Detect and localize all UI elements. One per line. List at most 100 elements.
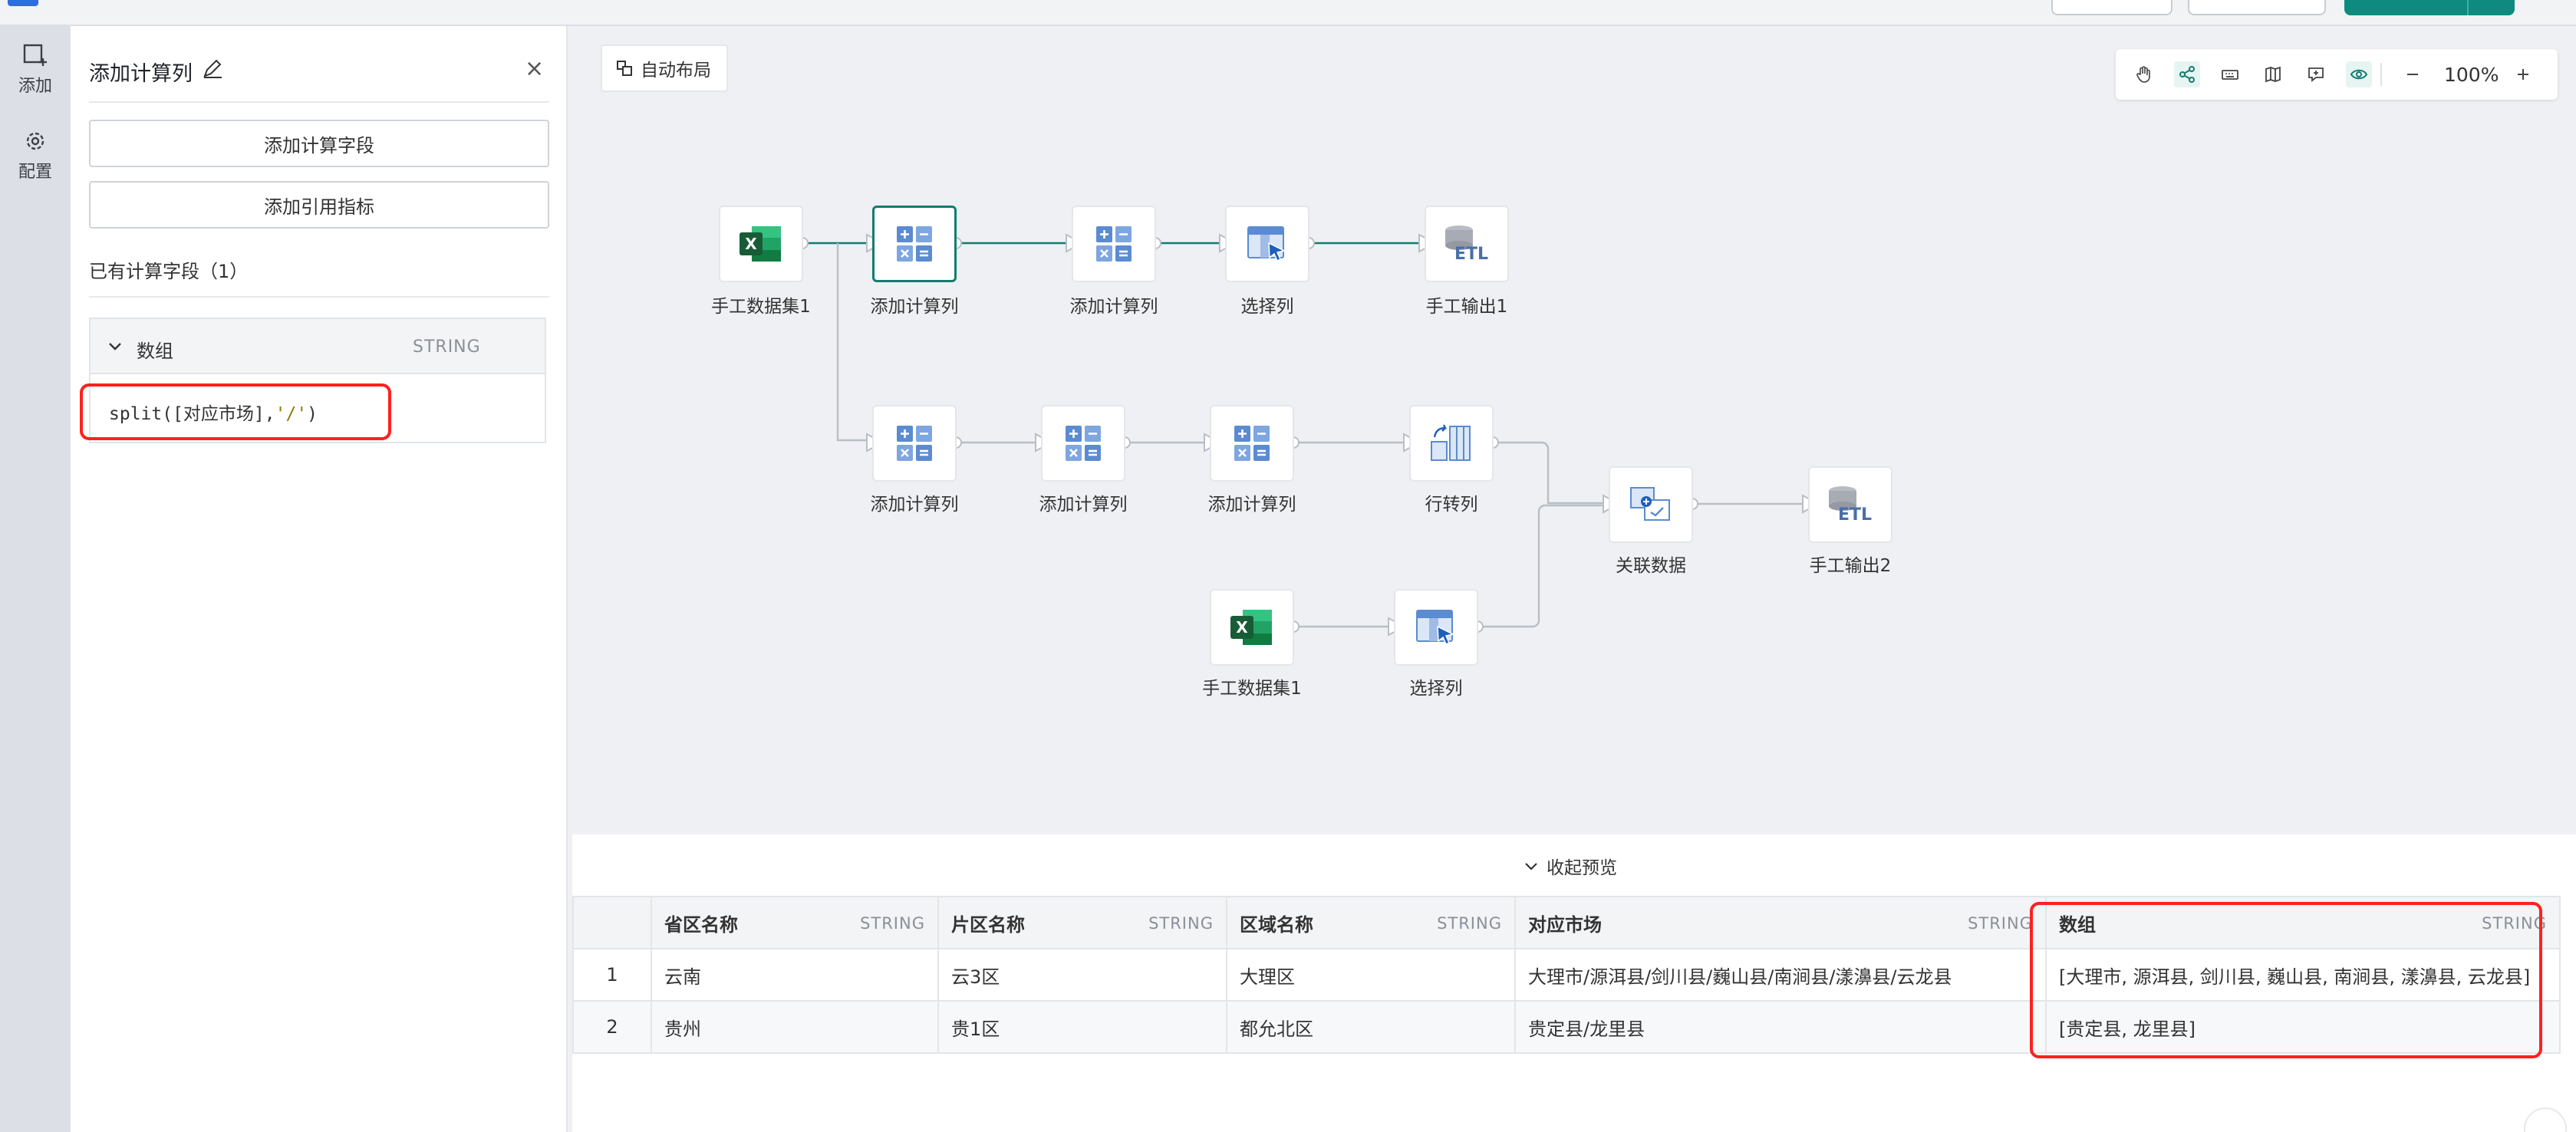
svg-text:X: X [1236,618,1248,637]
edge-n13-n10 [1477,504,1609,628]
split-divider [2467,0,2469,15]
etl-output-icon: ETL [1829,486,1872,525]
add-node-icon [23,44,47,66]
select-column-icon [1247,226,1286,262]
eye-icon [2350,69,2368,80]
node-output-1[interactable]: ETL [1425,206,1509,282]
share-icon [2179,66,2195,83]
edge-n9-n10 [1493,441,1609,505]
calc-field-card: 数组 STRING [89,318,546,443]
comment-tool[interactable] [2303,61,2329,87]
table-row: 1 云南 云3区 大理区 大理市/源洱县/剑川县/巍山县/南涧县/漾濞县/云龙县… [572,948,2561,1002]
table-cell: [大理市, 源洱县, 剑川县, 巍山县, 南涧县, 漾濞县, 云龙县] [2045,948,2561,1002]
node-calc-2-label: 添加计算列 [1069,297,1158,317]
excel-icon: X [1230,610,1272,645]
select-column-icon [1416,610,1455,646]
zoom-level: 100% [2444,64,2499,86]
header-region[interactable]: 区域名称 STRING [1226,896,1516,949]
node-calc-2[interactable] [1072,206,1156,282]
node-calc-5[interactable] [1210,405,1294,482]
formula-prefix: split([对应市场], [109,404,275,424]
calculator-icon [1234,426,1270,461]
header-name: 区域名称 [1240,913,1313,936]
svg-text:ETL: ETL [1454,245,1488,264]
node-pivot[interactable] [1409,405,1494,482]
keyboard-tool[interactable] [2217,61,2243,87]
header-index [572,896,652,949]
left-rail: 添加 配置 [0,26,71,1132]
node-calc-4[interactable] [1041,405,1125,482]
table-cell: 贵定县/龙里县 [1514,1000,2047,1054]
table-cell: 大理市/源洱县/剑川县/巍山县/南涧县/漾濞县/云龙县 [1514,948,2047,1002]
top-button-1[interactable] [2051,0,2172,15]
canvas-toolbar: 100% [2116,49,2558,100]
node-output-1-label: 手工输出1 [1425,297,1508,317]
gear-icon [26,132,44,150]
preview-tool[interactable] [2346,61,2372,87]
rail-config-label: 配置 [18,163,52,182]
chevron-down-icon [1525,863,1537,870]
node-calc-3[interactable] [872,405,957,482]
header-type: STRING [860,914,925,933]
top-button-2[interactable] [2188,0,2326,15]
node-calc-5-label: 添加计算列 [1207,495,1296,515]
node-dataset-2[interactable]: X [1210,589,1294,666]
table-cell: 贵1区 [937,1000,1227,1054]
rail-config[interactable]: 配置 [0,129,71,183]
table-cell: 贵州 [651,1000,939,1054]
auto-layout-button[interactable]: 自动布局 [601,44,728,92]
table-cell: 云南 [651,948,939,1002]
zoom-in-button[interactable] [2510,61,2536,87]
formula-suffix: ) [307,404,318,424]
formula-string: '/' [275,404,308,424]
node-select-2[interactable] [1394,589,1478,666]
close-icon[interactable]: × [525,55,545,82]
toolbar-divider [2380,63,2382,86]
node-select-2-label: 选择列 [1409,679,1463,699]
header-name: 片区名称 [951,913,1025,936]
header-type: STRING [1968,914,2033,933]
add-calc-field-button[interactable]: 添加计算字段 [89,120,549,167]
app-logo [8,0,38,6]
node-calc-1[interactable] [872,206,957,282]
svg-text:X: X [745,235,757,253]
hand-tool[interactable] [2131,61,2157,87]
minus-icon [2407,74,2418,75]
node-select-1[interactable] [1225,206,1309,282]
rail-add[interactable]: 添加 [0,41,71,97]
excel-icon: X [740,226,781,262]
header-type: STRING [1437,914,1502,933]
collapse-preview-button[interactable]: 收起预览 [1524,853,1617,879]
rail-add-label: 添加 [18,77,52,96]
panel-divider [89,101,549,103]
node-calc-4-label: 添加计算列 [1039,495,1128,515]
top-primary-button[interactable] [2344,0,2515,15]
calculator-icon [1096,226,1132,262]
node-output-2-label: 手工输出2 [1809,556,1892,576]
node-pivot-label: 行转列 [1425,495,1478,515]
table-cell: 都允北区 [1226,1000,1516,1054]
zoom-out-button[interactable] [2400,61,2426,87]
field-count: 已有计算字段（1） [89,261,249,282]
calc-field-header[interactable]: 数组 STRING [91,319,545,374]
table-cell: 2 [572,1000,652,1054]
calc-field-name: 数组 [137,341,173,362]
row-to-column-icon [1431,424,1471,461]
node-dataset-1[interactable]: X [719,206,803,282]
add-ref-metric-button[interactable]: 添加引用指标 [89,181,549,229]
map-tool[interactable] [2260,61,2286,87]
table-cell: [贵定县, 龙里县] [2045,1000,2561,1054]
node-output-2[interactable]: ETL [1808,466,1892,543]
node-join[interactable] [1609,466,1693,543]
calc-field-formula[interactable]: split([对应市场],'/') [109,399,318,425]
share-tool[interactable] [2174,61,2200,87]
map-icon [2265,66,2281,83]
header-type: STRING [2482,914,2547,933]
edit-icon[interactable] [201,57,224,80]
chevron-down-icon[interactable] [107,339,123,354]
